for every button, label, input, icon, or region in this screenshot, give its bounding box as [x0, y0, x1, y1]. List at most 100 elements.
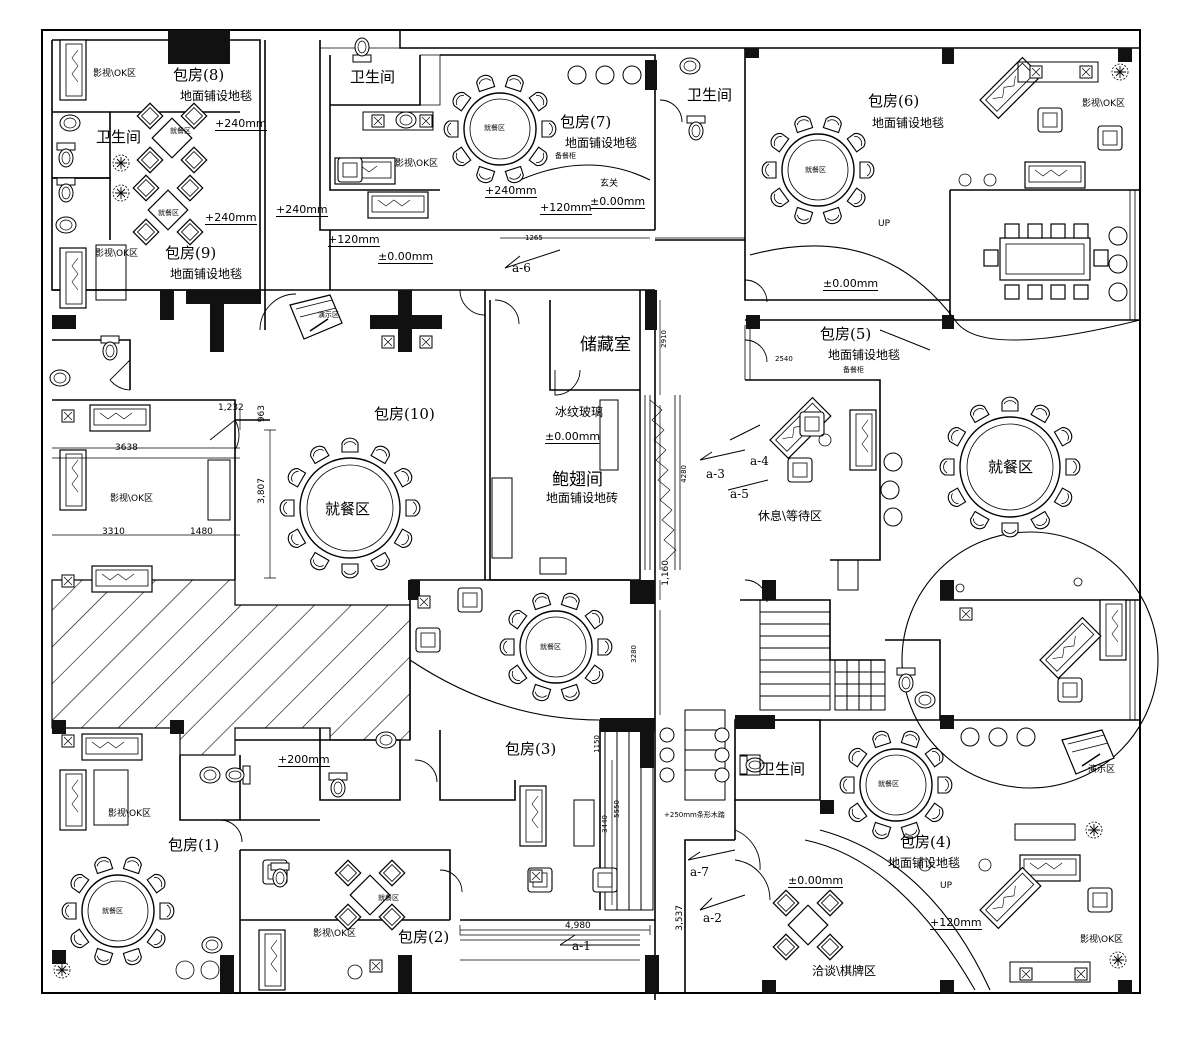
room-5-floor-note: 地面铺设地毯	[828, 348, 901, 362]
dining-chair	[449, 89, 472, 112]
hall-title: 鲍翅间	[552, 470, 603, 490]
dining-chair	[1030, 401, 1053, 424]
room-3-dining-zone: 就餐区	[540, 643, 561, 651]
room-5-cabinet: 备餐柜	[843, 366, 864, 374]
room-3-elevation: +200mm	[278, 753, 330, 767]
dining-chair	[792, 113, 814, 134]
dining-chair	[528, 89, 551, 112]
room-7-floor-note: 地面铺设地毯	[565, 136, 638, 150]
dining-chair	[393, 465, 416, 488]
room-6-elevation: ±0.00mm	[823, 277, 879, 291]
corridor-elevation-1: +240mm	[276, 203, 328, 217]
dining-chair	[924, 802, 947, 825]
room-2-dining-zone: 就餐区	[378, 894, 399, 902]
dining-chair	[560, 590, 582, 611]
dining-chair	[584, 664, 607, 687]
dining-chair	[474, 165, 496, 186]
dim-4280: 4280	[680, 465, 688, 483]
room-7-av-zone: 影视\OK区	[395, 159, 439, 169]
ice-glass-elevation: ±0.00mm	[545, 430, 601, 444]
room-8-dining-zone: 就餐区	[170, 127, 191, 135]
room-4-elevation-2: +120mm	[930, 916, 982, 930]
dim-1265: 1265	[525, 234, 543, 242]
room-4-dining-zone: 就餐区	[878, 780, 899, 788]
room-8-floor-note: 地面铺设地毯	[180, 89, 253, 103]
wood-stair-note: +250mm条形木踏	[664, 811, 725, 819]
room-7-dining-zone: 就餐区	[484, 124, 505, 132]
room-4-title: 包房(4)	[900, 833, 952, 851]
dim-3537: 3,537	[675, 905, 685, 931]
dining-chair	[370, 551, 393, 574]
room-9-av-zone: 影视\OK区	[95, 249, 139, 259]
dim-2540: 2540	[775, 355, 793, 363]
dim-1160: 1,160	[661, 560, 671, 586]
dining-chair	[1001, 522, 1019, 538]
dining-chair	[307, 551, 330, 574]
dining-chair	[443, 120, 459, 138]
dining-chair	[146, 871, 169, 894]
room-9-title: 包房(9)	[165, 244, 217, 262]
room-6-up: UP	[878, 219, 891, 229]
dining-chair	[504, 165, 526, 186]
room-7-wc: 卫生间	[350, 68, 396, 86]
dim-1480: 1480	[190, 527, 213, 537]
dining-chair	[393, 528, 416, 551]
section-a-2: a-2	[703, 911, 722, 925]
room-2-av-zone: 影视\OK区	[313, 929, 357, 939]
dining-chair	[307, 442, 330, 465]
room-1-title: 包房(1)	[168, 836, 220, 854]
dining-chair	[284, 528, 307, 551]
dining-chair	[767, 187, 790, 210]
dining-chair	[846, 130, 869, 153]
dining-chair	[900, 728, 922, 749]
dining-chair	[560, 683, 582, 704]
section-a-1: a-1	[572, 939, 591, 953]
dim-3440: 3440	[601, 815, 609, 833]
ice-glass-label: 冰纹玻璃	[555, 405, 604, 419]
dining-chair	[1001, 396, 1019, 412]
dining-chair	[528, 146, 551, 169]
dining-chair	[944, 487, 967, 510]
chess-zone: 洽谈\棋牌区	[812, 964, 877, 978]
dining-chair	[67, 871, 90, 894]
dining-chair	[505, 607, 528, 630]
dim-3807: 3,807	[257, 478, 267, 504]
dining-chair	[284, 465, 307, 488]
room-7-elevation-1: +240mm	[485, 184, 537, 198]
room-4-up: UP	[940, 881, 953, 891]
dim-3310: 3310	[102, 527, 125, 537]
section-a-5: a-5	[730, 487, 749, 501]
dining-chair	[1053, 424, 1076, 447]
dim-4980: 4,980	[565, 921, 591, 931]
room-6-title: 包房(6)	[868, 92, 920, 110]
room-4-floor-note: 地面铺设地毯	[888, 856, 961, 870]
hall-floor-note: 地面铺设地砖	[546, 491, 619, 505]
room-7-elevation-2: +120mm	[540, 201, 592, 215]
corridor-elevation-2: +120mm	[328, 233, 380, 247]
dining-chair	[67, 928, 90, 951]
dining-chair	[370, 442, 393, 465]
dining-chair	[792, 206, 814, 227]
dim-1150: 1150	[593, 735, 601, 753]
dining-chair	[61, 902, 77, 920]
dining-chair	[944, 424, 967, 447]
room-7-title: 包房(7)	[560, 113, 612, 131]
dim-3638: 3638	[115, 443, 138, 453]
dining-chair	[967, 401, 990, 424]
dining-chair	[146, 928, 169, 951]
storage-room-title: 储藏室	[580, 335, 631, 355]
section-a-3: a-3	[706, 467, 725, 481]
section-a-7: a-7	[690, 865, 709, 879]
room-3-title: 包房(3)	[505, 740, 557, 758]
dining-chair	[449, 146, 472, 169]
dining-chair	[504, 72, 526, 93]
dining-chair	[859, 161, 875, 179]
room-2-title: 包房(2)	[398, 928, 450, 946]
dining-chair	[159, 902, 175, 920]
dining-chair	[939, 458, 955, 476]
room-10-dining-zone: 就餐区	[325, 500, 371, 518]
dining-chair	[924, 745, 947, 768]
dining-chair	[530, 683, 552, 704]
dining-chair	[597, 638, 613, 656]
room-9-elevation: +240mm	[205, 211, 257, 225]
